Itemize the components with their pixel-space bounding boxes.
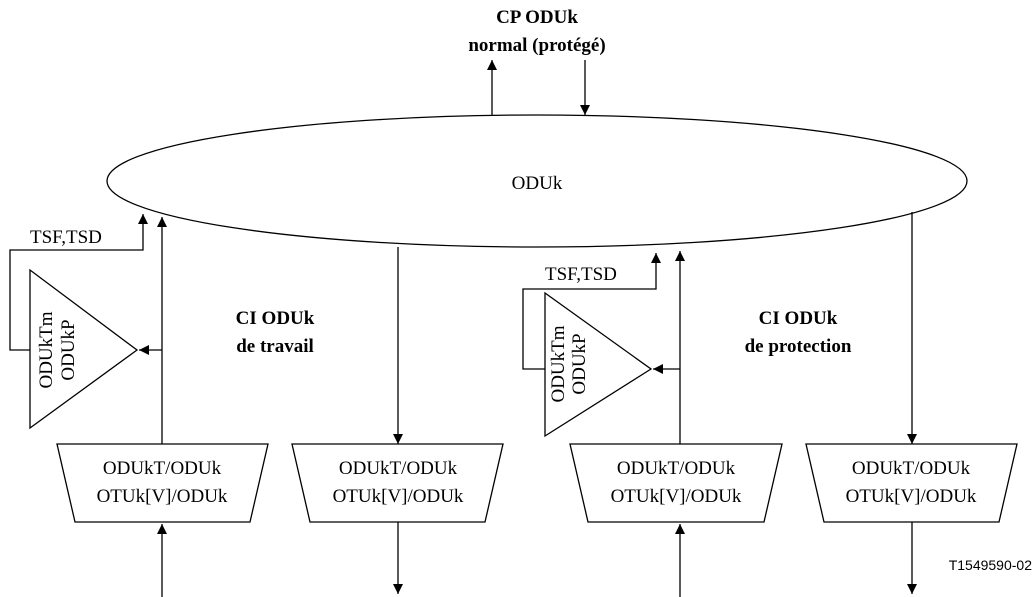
- adaptation-block-2: ODUkT/ODUk OTUk[V]/ODUk: [291, 443, 504, 523]
- adaptation-block-3-line1: ODUkT/ODUk: [617, 458, 736, 479]
- left-status-signals: TSF,TSD: [30, 227, 102, 248]
- adaptation-block-4-line2: OTUk[V]/ODUk: [846, 486, 977, 507]
- right-monitor-triangle: [544, 291, 653, 438]
- right-monitor-line1: ODUkTm: [548, 325, 569, 402]
- cp-label-line2: normal (protégé): [468, 35, 605, 56]
- adaptation-block-2-line2: OTUk[V]/ODUk: [333, 486, 464, 507]
- adaptation-block-4-line1: ODUkT/ODUk: [852, 458, 971, 479]
- right-status-signals: TSF,TSD: [545, 264, 617, 285]
- adaptation-block-4: ODUkT/ODUk OTUk[V]/ODUk: [805, 443, 1018, 523]
- adaptation-block-3-line2: OTUk[V]/ODUk: [611, 486, 742, 507]
- adaptation-block-1-line2: OTUk[V]/ODUk: [97, 486, 228, 507]
- left-ci-line2: de travail: [236, 336, 314, 357]
- left-monitor-line2: ODUkP: [58, 319, 79, 380]
- left-ci-line1: CI ODUk: [236, 308, 315, 329]
- right-ci-line2: de protection: [745, 336, 852, 357]
- figure-id: T1549590-02: [949, 557, 1033, 573]
- right-ci-line1: CI ODUk: [759, 308, 838, 329]
- adaptation-block-3: ODUkT/ODUk OTUk[V]/ODUk: [569, 443, 783, 523]
- left-monitor-line1: ODUkTm: [36, 311, 57, 388]
- right-monitor-line2: ODUkP: [569, 333, 590, 394]
- oduk-connection-ellipse: [106, 114, 968, 248]
- adaptation-block-1: ODUkT/ODUk OTUk[V]/ODUk: [56, 443, 269, 523]
- adaptation-block-2-line1: ODUkT/ODUk: [339, 458, 458, 479]
- ellipse-label: ODUk: [512, 173, 563, 194]
- adaptation-block-1-line1: ODUkT/ODUk: [103, 458, 222, 479]
- cp-label-line1: CP ODUk: [496, 7, 578, 28]
- left-monitor-triangle: [29, 268, 139, 430]
